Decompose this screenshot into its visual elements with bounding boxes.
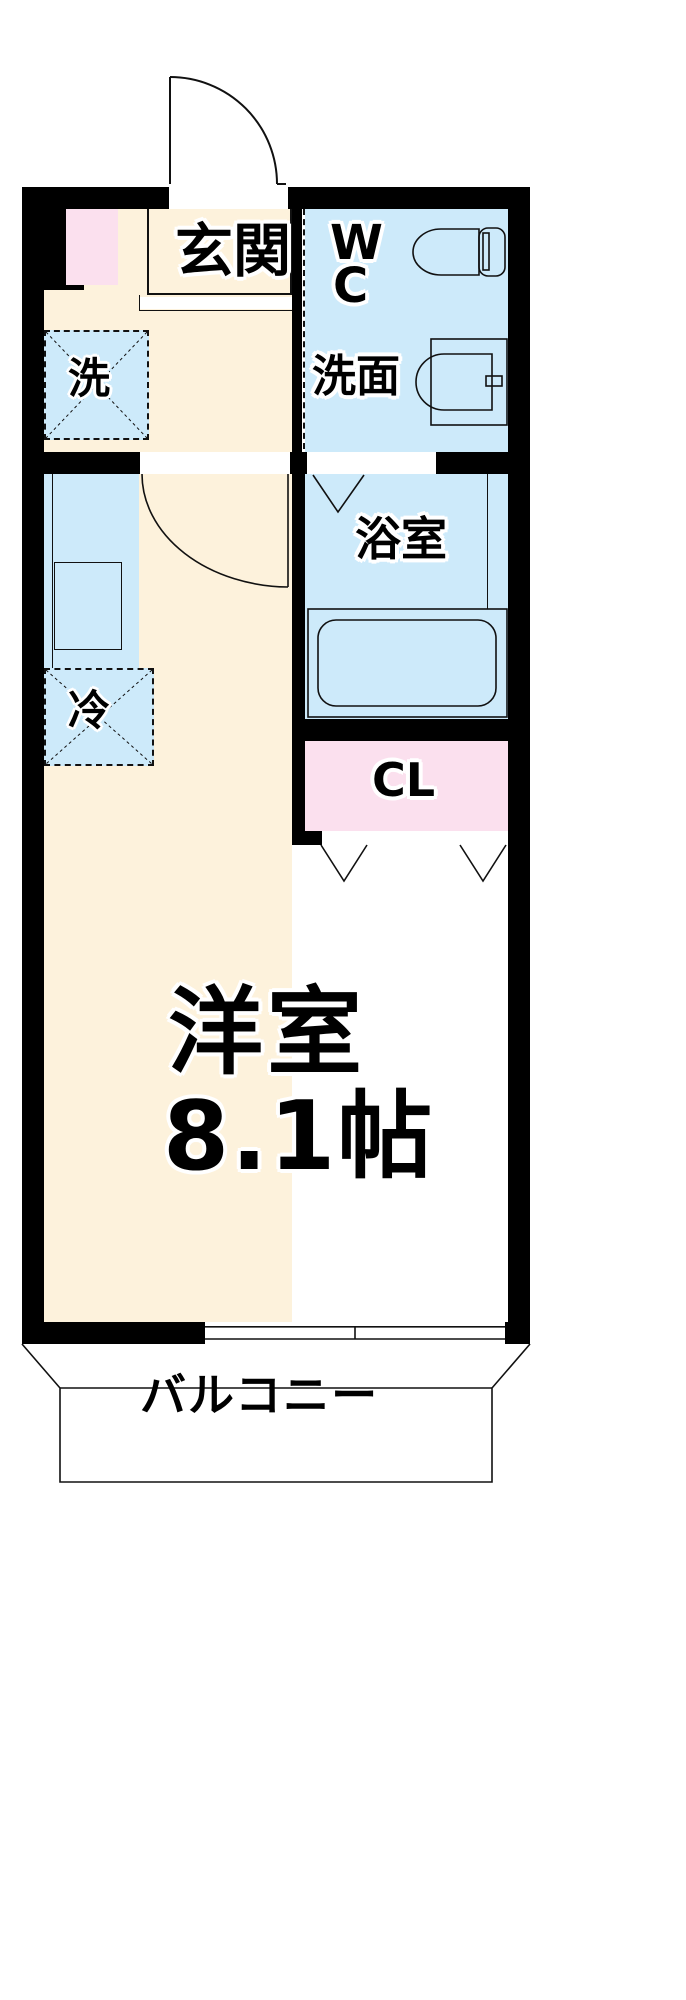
toilet-icon — [405, 227, 510, 277]
room-label-balcony: バルコニー — [140, 1368, 380, 1422]
shoe-cupboard — [66, 209, 118, 285]
genkan-step-band — [140, 297, 292, 309]
hall-door-opening — [140, 452, 290, 474]
appliance-label-washer: 洗 — [68, 354, 111, 403]
room-label-bathroom: 浴室 — [355, 512, 447, 566]
wall-closet-left — [292, 741, 305, 833]
room-label-wc-c: C — [333, 258, 369, 314]
washer-space — [44, 330, 149, 440]
balcony-area — [21, 1343, 531, 1484]
room-label-genkan: 玄関 — [175, 217, 292, 285]
wall-right — [508, 187, 530, 1344]
room-label-closet: CL — [372, 753, 436, 807]
bathtub-icon — [307, 608, 508, 718]
wall-left — [22, 440, 44, 1344]
wc-door-line — [303, 209, 305, 449]
closet-folding-door-marks — [320, 844, 510, 885]
room-door-swing — [140, 473, 290, 589]
wall-closet-bottom — [292, 831, 322, 845]
wall-hall-bath — [292, 452, 305, 744]
bath-door-opening — [307, 452, 436, 474]
appliance-label-fridge: 冷 — [68, 686, 111, 735]
genkan-tile-outline — [147, 209, 292, 295]
kitchen-counter-edge-top — [52, 474, 54, 696]
entrance-door-opening — [169, 187, 288, 209]
balcony-window-sash — [205, 1326, 505, 1340]
room-senmen-floor — [305, 344, 508, 452]
genkan-step-outline — [139, 295, 293, 311]
room-label-wc-w: W — [330, 215, 383, 271]
washbasin-icon — [415, 338, 508, 426]
room-bathroom-floor — [305, 474, 508, 719]
room-size-yoshitsu: 8.1帖 — [163, 1082, 435, 1192]
wall-genkan-wc — [292, 209, 302, 452]
room-wc-floor — [305, 209, 508, 344]
room-label-senmen: 洗面 — [312, 351, 400, 402]
bath-folding-door-mark — [312, 474, 372, 514]
bath-unit-edge — [487, 474, 489, 609]
fridge-space — [44, 668, 154, 766]
room-closet-floor — [305, 741, 508, 831]
kitchen-sink-outline — [54, 562, 122, 650]
entrance-door-swing — [168, 76, 288, 186]
room-label-yoshitsu: 洋室 — [168, 978, 367, 1088]
closet-door-opening — [322, 831, 508, 845]
wall-bath-closet — [292, 719, 530, 741]
kitchen-counter-area-top — [44, 474, 139, 696]
